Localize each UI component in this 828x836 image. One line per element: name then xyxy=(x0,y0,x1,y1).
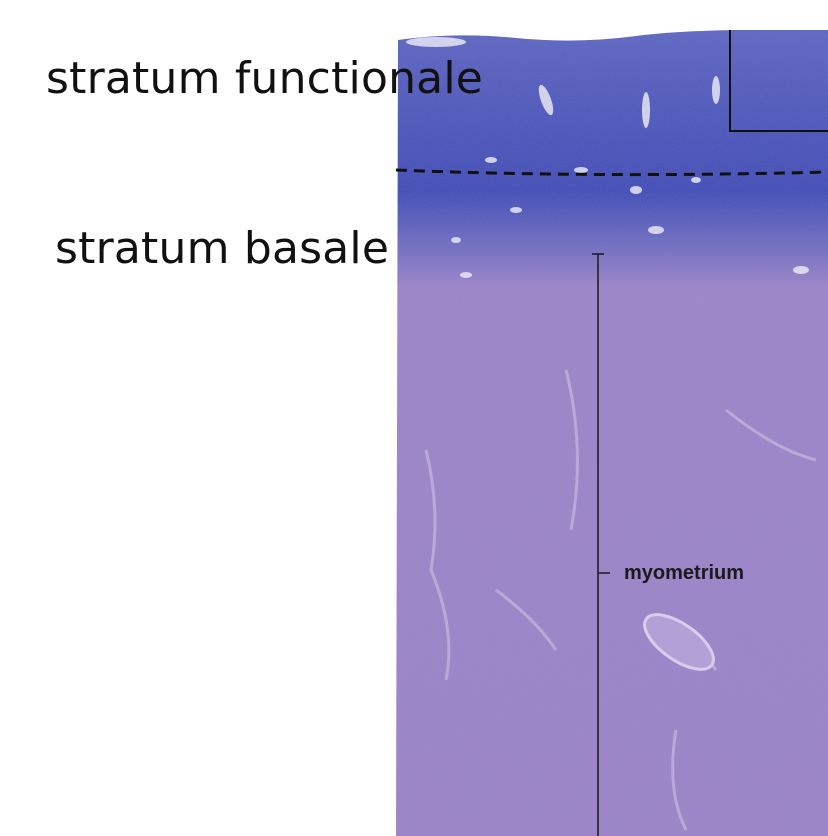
label-myometrium: myometrium xyxy=(624,562,745,584)
label-stratum-basale: stratum basale xyxy=(55,223,390,274)
boundary-dashed-line xyxy=(396,168,828,177)
inset-box xyxy=(729,30,828,132)
histology-micrograph xyxy=(396,30,828,836)
label-stratum-functionale: stratum functionale xyxy=(46,53,484,104)
